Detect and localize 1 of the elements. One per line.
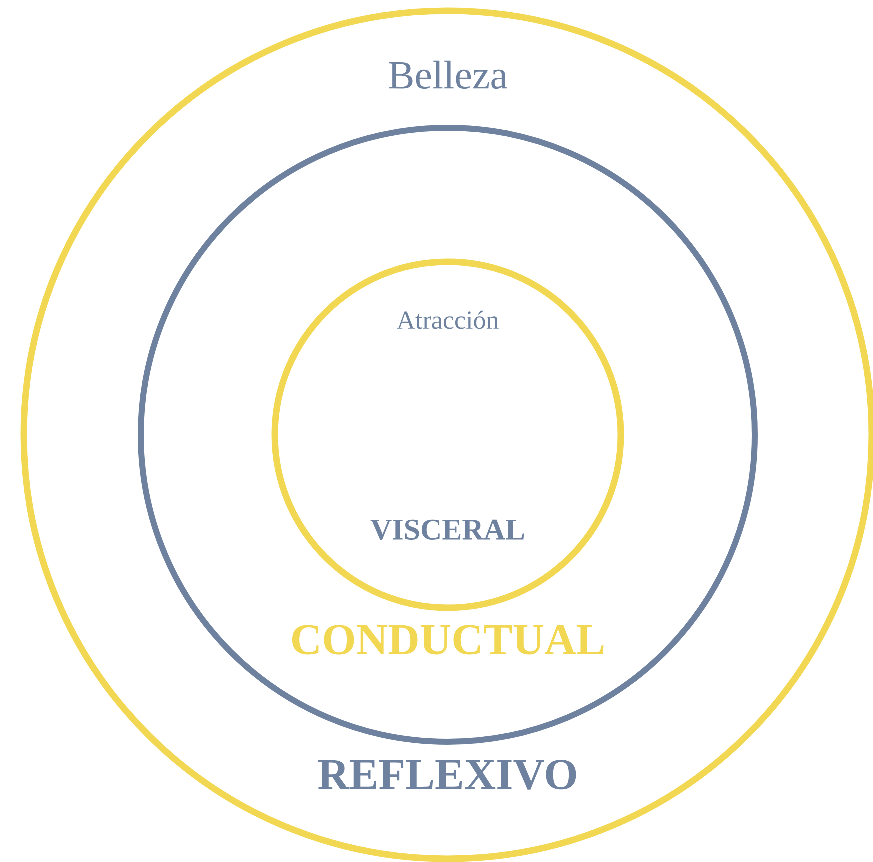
ring: Atracción VISCERAL <box>272 258 624 612</box>
